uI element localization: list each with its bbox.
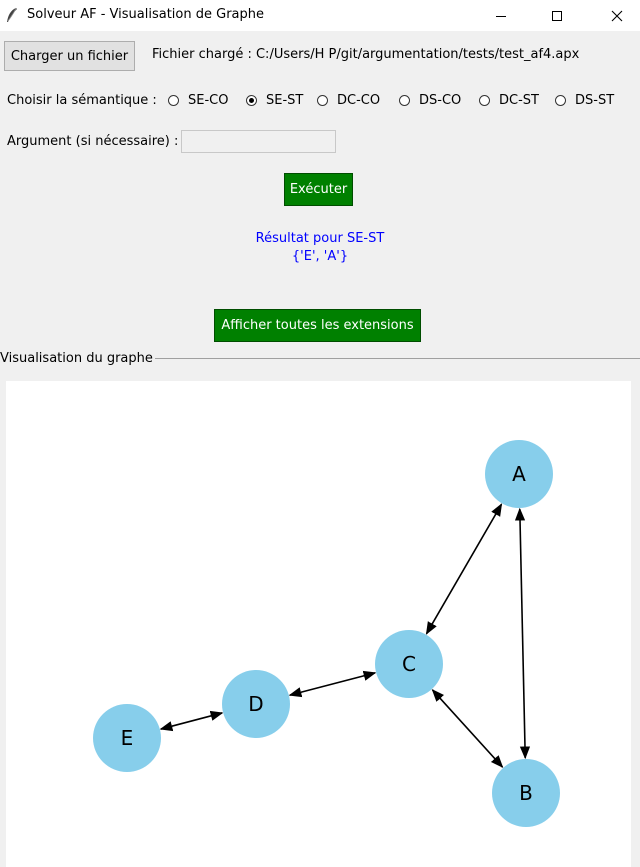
node-c: [375, 630, 443, 698]
result-title: Résultat pour SE-ST: [255, 231, 385, 246]
edge-a-b: [514, 507, 531, 760]
radio-dc-co[interactable]: DC-CO: [317, 93, 380, 108]
window-title: Solveur AF - Visualisation de Graphe: [27, 7, 265, 22]
minimize-icon: [496, 15, 506, 17]
radio-label: DS-ST: [575, 93, 615, 108]
load-file-button[interactable]: Charger un fichier: [4, 41, 135, 71]
radio-dot: [399, 95, 410, 106]
radio-ds-st[interactable]: DS-ST: [555, 93, 614, 108]
feather-icon: [7, 7, 17, 22]
argument-label: Argument (si nécessaire) :: [7, 134, 179, 149]
execute-button[interactable]: Exécuter: [284, 173, 353, 206]
minimize-button[interactable]: [478, 0, 524, 31]
close-icon: [611, 10, 623, 21]
radio-label: DC-ST: [499, 93, 539, 108]
show-all-extensions-button[interactable]: Afficher toutes les extensions: [214, 309, 421, 342]
argument-graph: A B C D E: [93, 440, 560, 827]
radio-dot: [555, 95, 566, 106]
argument-input[interactable]: [181, 130, 336, 153]
node-e: [93, 704, 161, 772]
radio-dot: [317, 95, 328, 106]
radio-dot: [168, 95, 179, 106]
radio-label: SE-CO: [188, 93, 229, 108]
radio-dc-st[interactable]: DC-ST: [479, 93, 539, 108]
section-divider: [150, 358, 640, 359]
radio-label: SE-ST: [266, 93, 304, 108]
node-label-b: B: [519, 781, 533, 805]
node-a: [485, 440, 553, 508]
semantics-label: Choisir la sémantique :: [7, 93, 157, 108]
node-label-c: C: [402, 652, 416, 676]
radio-label: DS-CO: [419, 93, 462, 108]
radio-ds-co[interactable]: DS-CO: [399, 93, 461, 108]
node-label-a: A: [512, 462, 526, 486]
result-extension: {'E', 'A'}: [291, 249, 349, 264]
edge-a-c: [425, 503, 503, 635]
radio-se-st[interactable]: SE-ST: [246, 93, 303, 108]
visualization-section-title: Visualisation du graphe: [0, 351, 155, 366]
radio-dot-selected: [246, 95, 257, 106]
maximize-icon: [552, 10, 562, 21]
node-label-e: E: [121, 726, 134, 750]
title-bar: Solveur AF - Visualisation de Graphe: [0, 0, 640, 31]
edge-c-d: [288, 670, 377, 698]
radio-label: DC-CO: [337, 93, 381, 108]
node-label-d: D: [248, 692, 263, 716]
node-b: [492, 759, 560, 827]
edge-d-e: [159, 710, 224, 732]
close-button[interactable]: [594, 0, 640, 31]
node-d: [222, 670, 290, 738]
edge-c-b: [431, 688, 504, 769]
graph-canvas: A B C D E: [6, 381, 631, 867]
radio-se-co[interactable]: SE-CO: [168, 93, 228, 108]
file-loaded-label: Fichier chargé : C:/Users/H P/git/argume…: [152, 47, 580, 62]
radio-dot: [479, 95, 490, 106]
maximize-button[interactable]: [534, 0, 580, 31]
